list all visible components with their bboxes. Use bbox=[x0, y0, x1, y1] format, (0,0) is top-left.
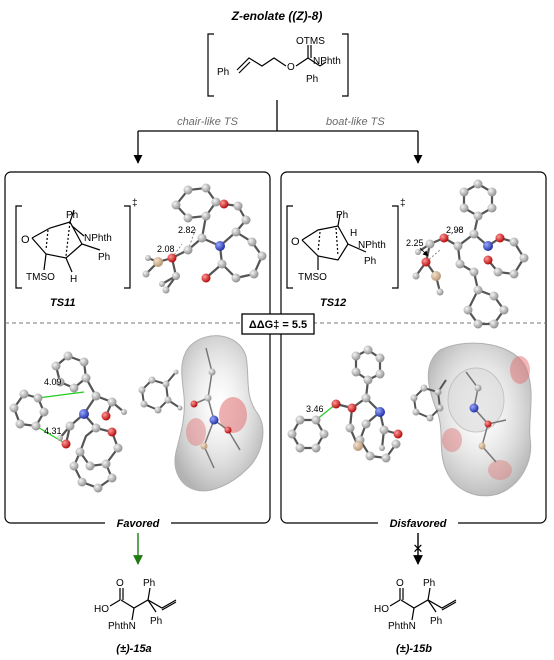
enolate-structure bbox=[236, 45, 327, 74]
favored-label: Favored bbox=[117, 518, 160, 530]
ts11-dagger: ‡ bbox=[132, 198, 138, 209]
blocked-mark: ✕ bbox=[413, 541, 424, 556]
ts11-chair bbox=[31, 209, 101, 273]
ts12-nphth: NPhth bbox=[358, 240, 386, 251]
ts12-boat bbox=[301, 213, 367, 270]
enolate-otms: OTMS bbox=[296, 36, 325, 47]
boat-lower-model: 3.46 bbox=[287, 345, 403, 463]
ts12-ph-right: Ph bbox=[364, 256, 376, 267]
ddg-box bbox=[241, 313, 315, 335]
ts11-bracket bbox=[15, 205, 131, 289]
ts12-bracket bbox=[286, 205, 399, 289]
ts11-o: O bbox=[21, 234, 30, 246]
chair-lower-model: 4.09 4.31 bbox=[9, 351, 127, 493]
ts12-ph-top: Ph bbox=[336, 210, 348, 221]
ts11-dist-1: 2.82 bbox=[178, 225, 196, 235]
enolate-bracket bbox=[207, 33, 349, 97]
ts12-dist-pointer bbox=[419, 247, 429, 257]
disfavored-bg bbox=[378, 515, 458, 531]
product-b-o: O bbox=[396, 578, 404, 589]
ts12-tmso: TMSO bbox=[298, 272, 327, 283]
ts12-dist-1: 2.25 bbox=[406, 238, 424, 248]
product-a-ph2: Ph bbox=[150, 616, 162, 627]
ts12-3d-model: 2.25 2.98 bbox=[406, 179, 529, 329]
ts11-ph-top: Ph bbox=[66, 210, 78, 221]
product-a-structure bbox=[109, 587, 177, 621]
product-a-ho: HO bbox=[94, 604, 109, 615]
chair-lower-dist-1: 4.09 bbox=[44, 377, 62, 387]
enolate-ph-left: Ph bbox=[217, 67, 229, 78]
ts12-dagger: ‡ bbox=[400, 198, 406, 209]
product-a-ph1: Ph bbox=[143, 578, 155, 589]
ts11-dist-2: 2.08 bbox=[157, 244, 175, 254]
ts11-3d-model: 2.82 2.08 bbox=[142, 183, 267, 294]
product-b-label: (±)-15b bbox=[396, 643, 432, 655]
product-b-phthn: PhthN bbox=[388, 621, 416, 632]
ts11-h: H bbox=[70, 274, 77, 285]
enolate-o: O bbox=[287, 62, 295, 73]
enolate-ph-right: Ph bbox=[306, 74, 318, 85]
split-arrow bbox=[133, 100, 423, 164]
product-b-ph2: Ph bbox=[430, 616, 442, 627]
ts11-nphth: NPhth bbox=[84, 233, 112, 244]
product-b-ph1: Ph bbox=[423, 578, 435, 589]
product-b-structure bbox=[389, 587, 457, 621]
ts12-h: H bbox=[350, 228, 357, 239]
ts11-tmso: TMSO bbox=[26, 272, 55, 283]
enolate-nphth: NPhth bbox=[313, 56, 341, 67]
ts12-o: O bbox=[291, 236, 300, 248]
product-b-ho: HO bbox=[374, 604, 389, 615]
product-a-label: (±)-15a bbox=[116, 643, 151, 655]
ts12-dist-2: 2.98 bbox=[446, 225, 464, 235]
chair-branch-label: chair-like TS bbox=[177, 116, 239, 128]
chair-surface-model bbox=[138, 335, 264, 492]
product-a-phthn: PhthN bbox=[108, 621, 136, 632]
chair-lower-dist-2: 4.31 bbox=[44, 426, 62, 436]
ts11-label: TS11 bbox=[50, 297, 75, 309]
boat-branch-label: boat-like TS bbox=[326, 116, 385, 128]
boat-surface-model bbox=[410, 342, 532, 497]
favored-bg bbox=[105, 515, 171, 531]
disfavored-label: Disfavored bbox=[390, 518, 447, 530]
ddg-label: ΔΔG‡ = 5.5 bbox=[249, 319, 307, 331]
product-a-o: O bbox=[116, 578, 124, 589]
ts12-label: TS12 bbox=[320, 297, 346, 309]
boat-lower-dist-1: 3.46 bbox=[306, 404, 324, 414]
enolate-title: Z-enolate ((Z)-8) bbox=[231, 9, 323, 23]
ts11-ph-right: Ph bbox=[98, 252, 110, 263]
